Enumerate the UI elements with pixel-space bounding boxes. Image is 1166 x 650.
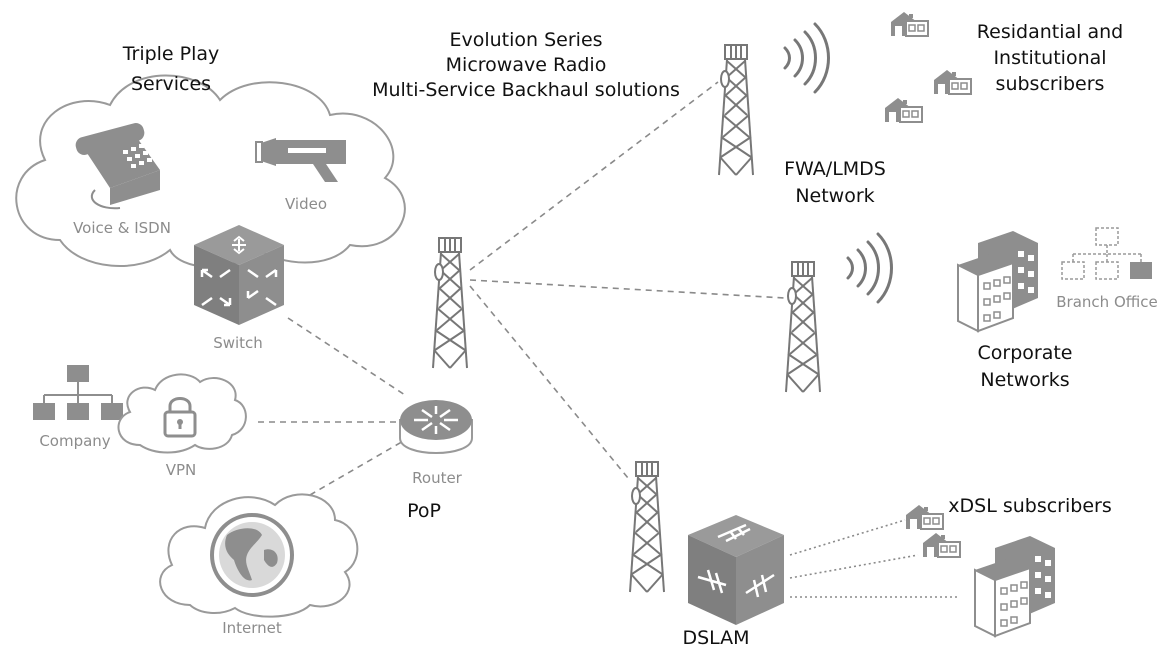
connection-lines — [258, 81, 960, 598]
org-chart-icon — [33, 365, 123, 420]
dslam-icon — [688, 515, 784, 625]
router-label: Router — [412, 469, 463, 487]
switch-icon — [194, 225, 284, 325]
tower-icon — [629, 461, 665, 593]
lock-icon — [163, 397, 197, 438]
evolution-label-2: Microwave Radio — [446, 54, 607, 76]
link-dslam-house2 — [789, 554, 919, 579]
tower-icon — [432, 237, 468, 369]
switch-label: Switch — [213, 334, 263, 352]
tower-icon — [785, 261, 821, 393]
link-dslam-house — [789, 519, 906, 556]
office-building-icon — [957, 230, 1039, 332]
tower-icon — [718, 44, 754, 176]
office-building-icon — [974, 535, 1056, 637]
link-switch-router — [287, 317, 406, 396]
video-camera-icon — [255, 138, 346, 182]
fwa-label-1: FWA/LMDS — [784, 158, 886, 180]
corporate-label-2: Networks — [980, 369, 1069, 391]
link-pop-fwa — [469, 81, 719, 271]
internet-label: Internet — [222, 619, 282, 637]
house-icon — [905, 504, 944, 530]
radio-wave-icon — [783, 22, 830, 94]
branch-office-label: Branch Office — [1056, 293, 1157, 311]
dslam-label: DSLAM — [682, 627, 749, 649]
link-pop-corporate — [469, 279, 786, 299]
vpn-label: VPN — [166, 461, 197, 479]
router-icon — [399, 400, 473, 454]
radio-wave-icon — [846, 232, 893, 304]
triple-play-label-1: Triple Play — [122, 43, 220, 65]
video-label: Video — [285, 195, 327, 213]
fwa-label-2: Network — [795, 185, 874, 207]
house-icon — [933, 69, 972, 95]
xdsl-label: xDSL subscribers — [948, 495, 1111, 517]
corporate-label-1: Corporate — [978, 342, 1073, 364]
house-icon — [884, 97, 923, 123]
company-label: Company — [39, 432, 110, 450]
residential-label-3: subscribers — [996, 73, 1105, 95]
pop-label: PoP — [407, 500, 441, 522]
globe-icon — [210, 513, 294, 597]
evolution-label-3: Multi-Service Backhaul solutions — [372, 79, 680, 101]
house-icon — [922, 532, 961, 558]
triple-play-label-2: Services — [131, 73, 211, 95]
link-internet-router — [309, 439, 406, 496]
voice-isdn-label: Voice & ISDN — [73, 219, 171, 237]
link-pop-dslam — [469, 285, 629, 479]
residential-label-2: Institutional — [993, 47, 1106, 69]
house-icon — [890, 11, 929, 37]
branch-office-icon — [1061, 227, 1152, 280]
phone-icon — [75, 123, 160, 210]
evolution-label-1: Evolution Series — [449, 29, 602, 51]
residential-label-1: Residantial and — [977, 21, 1123, 43]
